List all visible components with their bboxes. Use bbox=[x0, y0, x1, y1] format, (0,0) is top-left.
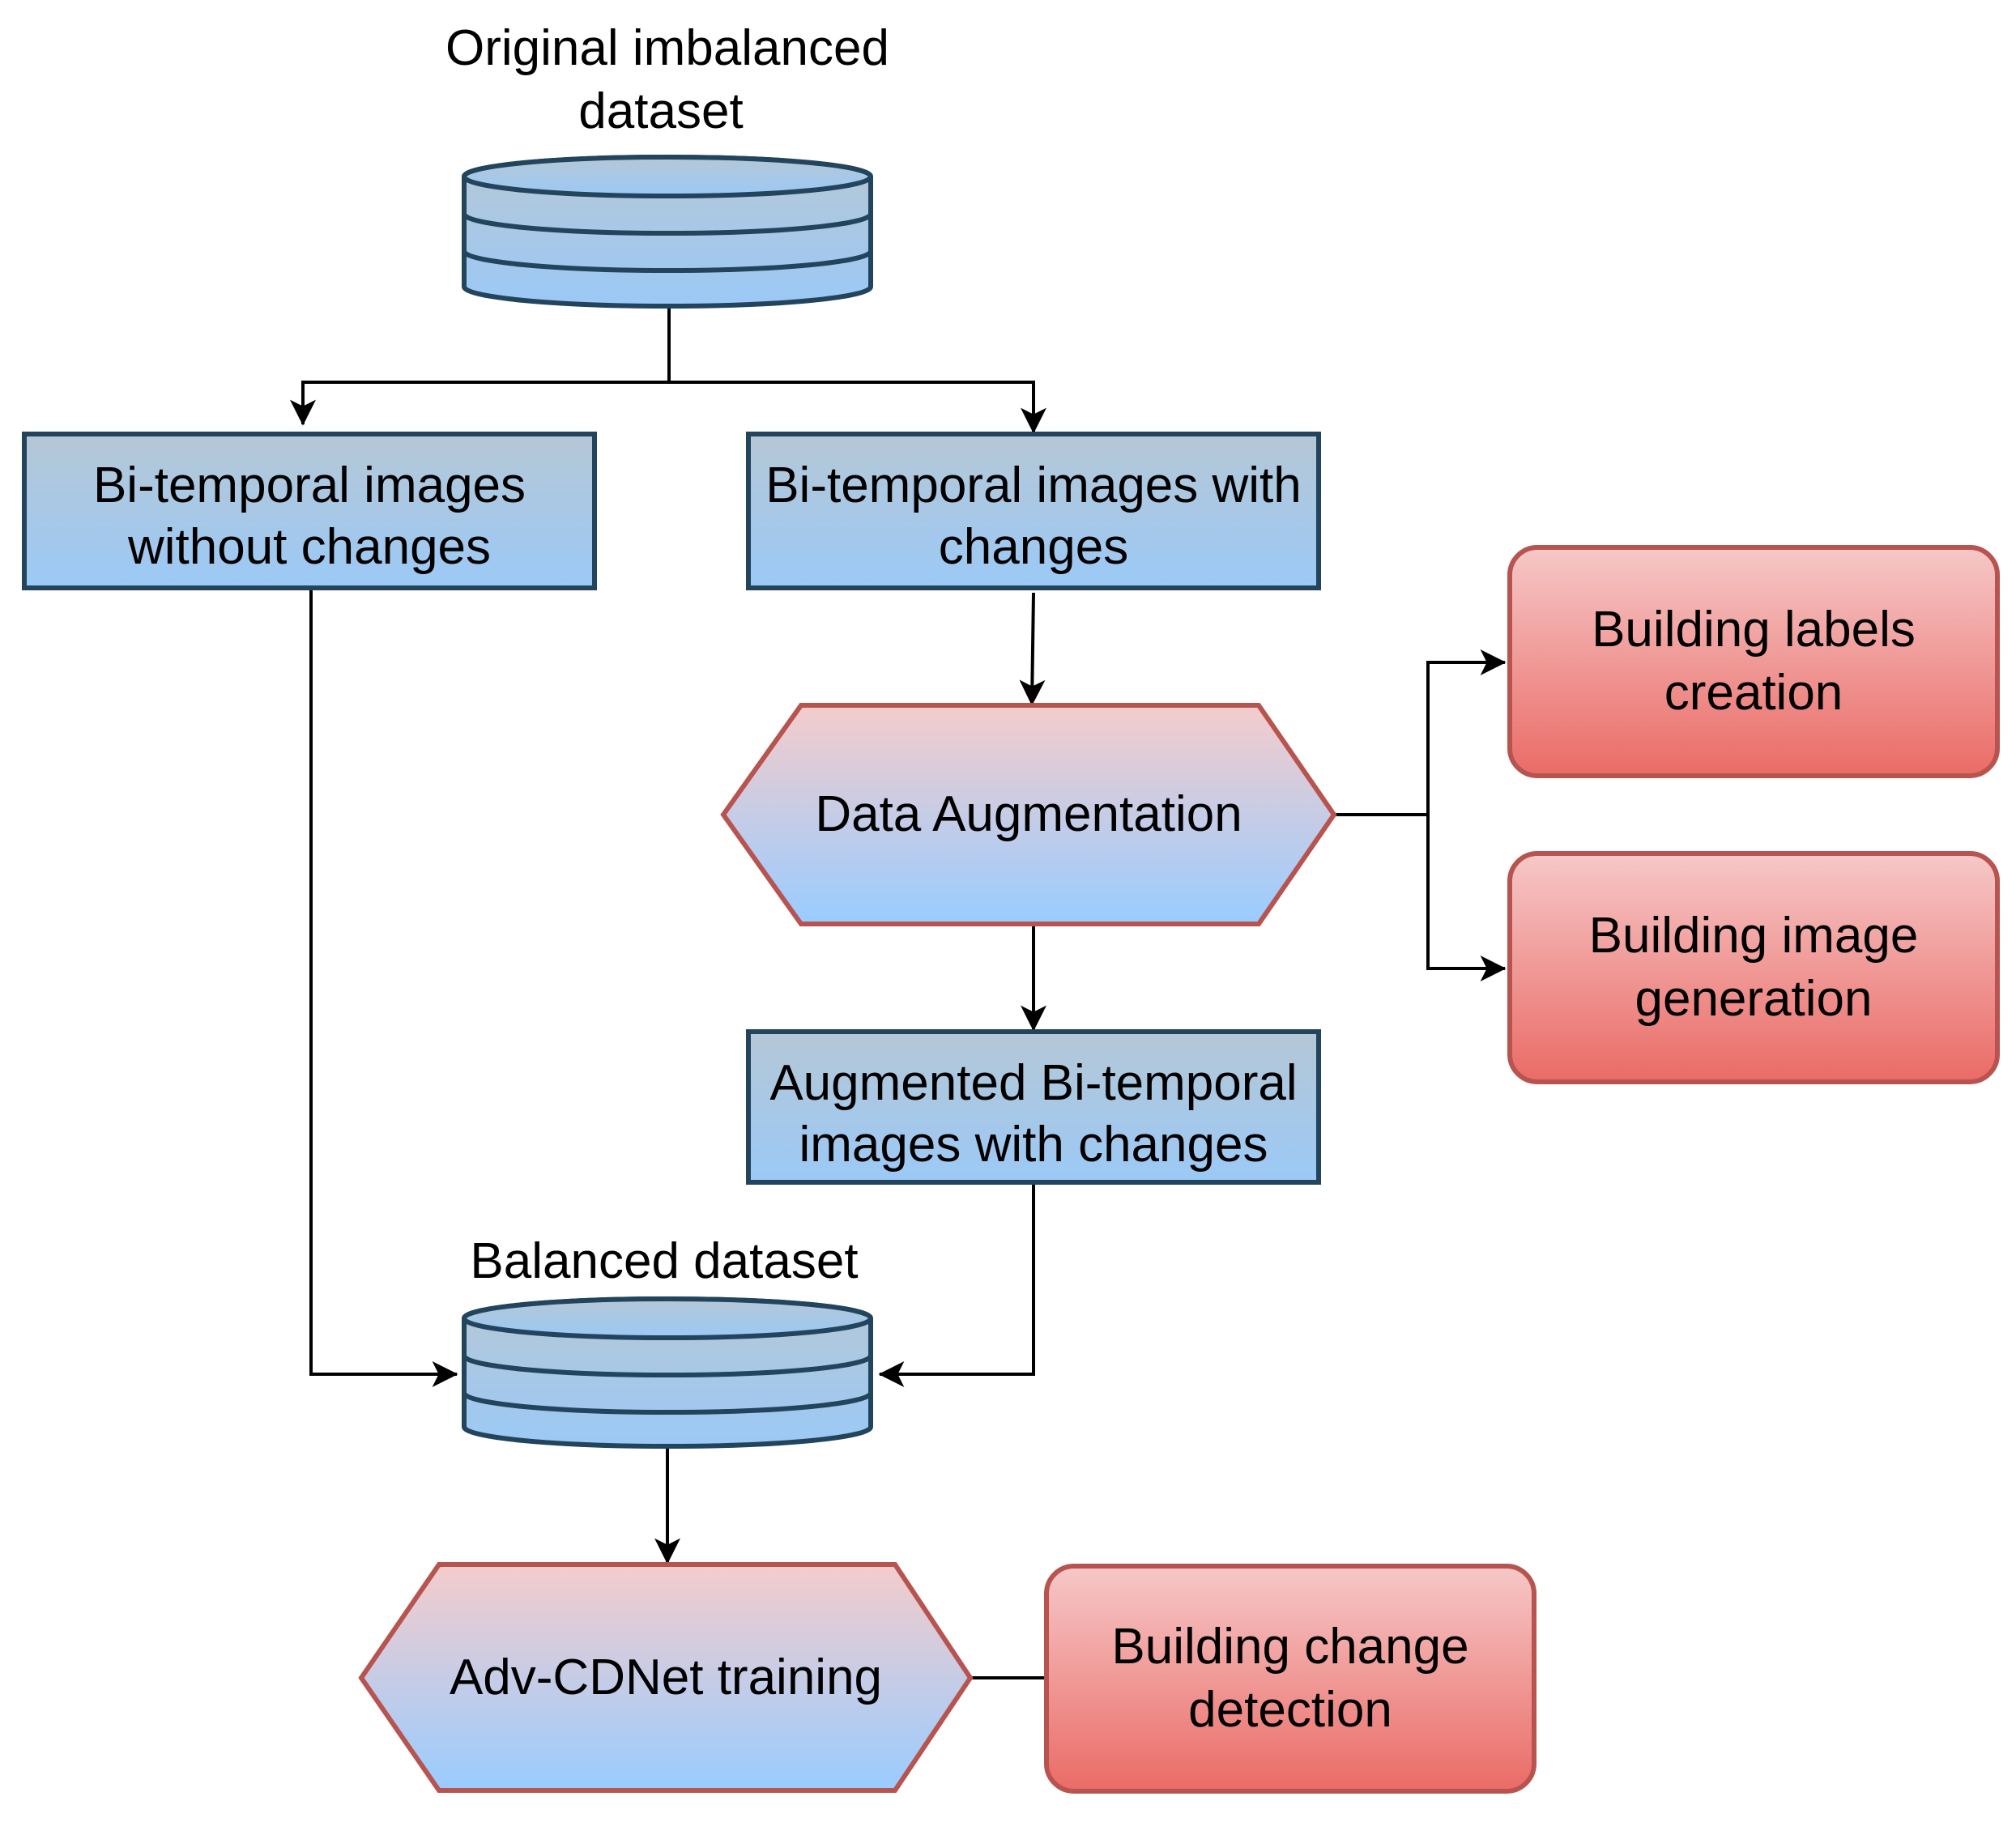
edge-original-to-with-changes bbox=[669, 381, 1046, 434]
node-data-augmentation: Data Augmentation bbox=[720, 703, 1337, 926]
original-dataset-label-line-2: dataset bbox=[578, 83, 743, 139]
node-labels-creation: Building labels creation bbox=[1507, 545, 2000, 778]
image-generation-label-line-1: Building image bbox=[1589, 908, 1919, 964]
original-dataset-cylinder-icon bbox=[462, 155, 873, 309]
data-augmentation-label: Data Augmentation bbox=[815, 786, 1242, 842]
image-generation-label-line-2: generation bbox=[1635, 971, 1872, 1027]
with-changes-label-line-1: Bi-temporal images with bbox=[765, 458, 1302, 513]
with-changes-label-line-2: changes bbox=[939, 519, 1128, 575]
without-changes-label-line-2: without changes bbox=[127, 519, 491, 575]
node-balanced-dataset: Balanced dataset bbox=[462, 1233, 873, 1449]
node-augmented-images: Augmented Bi-temporal images with change… bbox=[746, 1029, 1321, 1185]
balanced-dataset-label: Balanced dataset bbox=[470, 1233, 858, 1289]
augmented-images-label-line-2: images with changes bbox=[799, 1117, 1268, 1173]
edge-without-changes-to-balanced bbox=[309, 588, 458, 1387]
change-detection-label-line-1: Building change bbox=[1111, 1619, 1468, 1675]
node-original-dataset: Original imbalanced dataset bbox=[445, 20, 889, 309]
adv-training-label: Adv-CDNet training bbox=[450, 1650, 882, 1705]
node-image-generation: Building image generation bbox=[1507, 851, 2000, 1084]
augmented-images-label-line-1: Augmented Bi-temporal bbox=[769, 1055, 1297, 1111]
labels-creation-label-line-1: Building labels bbox=[1592, 602, 1916, 658]
edge-with-changes-to-augmentation bbox=[1019, 592, 1046, 706]
change-detection-label-line-2: detection bbox=[1188, 1682, 1392, 1738]
edge-augmentation-to-image-generation bbox=[1426, 815, 1507, 981]
labels-creation-label-line-2: creation bbox=[1664, 665, 1843, 721]
without-changes-label-line-1: Bi-temporal images bbox=[93, 458, 526, 513]
node-change-detection: Building change detection bbox=[1044, 1564, 1537, 1794]
node-with-changes: Bi-temporal images with changes bbox=[746, 432, 1321, 590]
edges bbox=[290, 306, 1507, 1679]
balanced-dataset-cylinder-icon bbox=[462, 1296, 873, 1449]
edge-original-to-without-changes bbox=[290, 306, 671, 426]
node-adv-training: Adv-CDNet training bbox=[358, 1562, 974, 1793]
edge-augmented-to-balanced bbox=[878, 1182, 1035, 1387]
node-without-changes: Bi-temporal images without changes bbox=[22, 432, 597, 590]
edge-augmentation-to-labels-creation bbox=[1334, 649, 1507, 816]
original-dataset-label-line-1: Original imbalanced bbox=[445, 20, 889, 76]
